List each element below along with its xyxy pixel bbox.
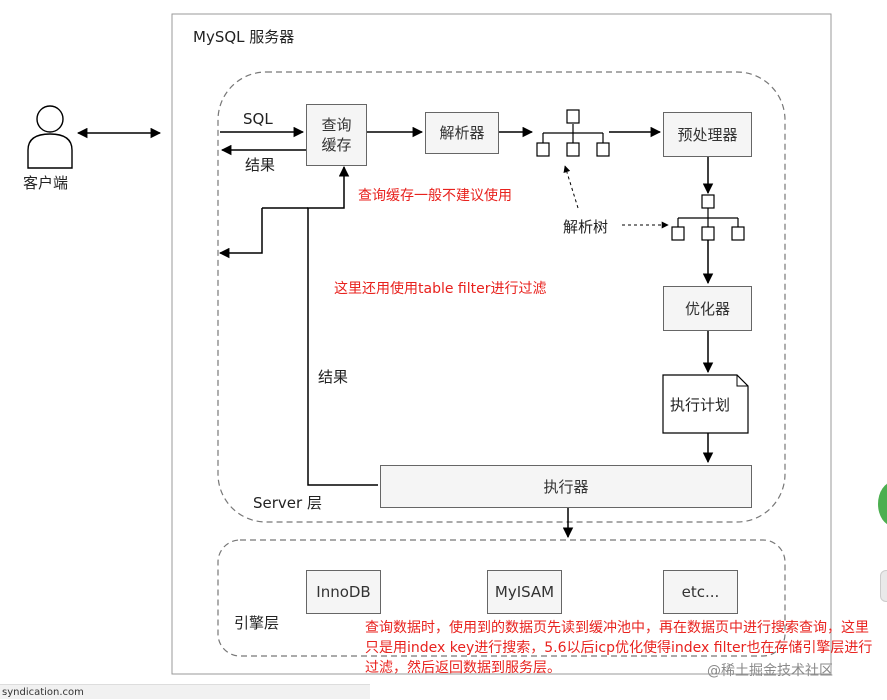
side-scroll-button[interactable] <box>880 570 887 602</box>
cache-note: 查询缓存一般不建议使用 <box>358 188 512 204</box>
parser-box: 解析器 <box>425 112 499 154</box>
parse-tree-dashed-arrow-up <box>563 165 579 209</box>
preprocessor-box: 预处理器 <box>663 112 752 157</box>
execution-plan-shape <box>662 374 749 434</box>
table-filter-note: 这里还用使用table filter进行过滤 <box>334 281 547 297</box>
parse-tree-icon-2 <box>671 194 745 241</box>
engine-myisam-box: MyISAM <box>487 570 562 614</box>
server-title: MySQL 服务器 <box>193 28 295 46</box>
server-layer-label: Server 层 <box>253 494 322 512</box>
bottom-note: 查询数据时，使用到的数据页先读到缓冲池中，再在数据页中进行搜索查询，这里只是用i… <box>365 620 873 676</box>
user-icon <box>27 105 73 169</box>
watermark: @稀土掘金技术社区 <box>707 663 833 679</box>
result-label: 结果 <box>245 156 276 174</box>
client-label: 客户端 <box>23 174 69 192</box>
execution-plan-label: 执行计划 <box>670 396 731 414</box>
execution-plan-fold <box>736 375 748 387</box>
parse-tree-label: 解析树 <box>563 218 609 236</box>
server-layer-region <box>217 71 786 523</box>
engine-innodb-box: InnoDB <box>306 570 381 614</box>
engine-layer-label: 引擎层 <box>234 614 280 632</box>
parse-tree-icon <box>536 109 610 157</box>
executor-to-cache-feedback-line <box>307 165 378 486</box>
result-return-line <box>218 208 263 259</box>
mysql-server-frame <box>171 13 832 675</box>
optimizer-box: 优化器 <box>663 286 752 331</box>
side-floating-button[interactable] <box>878 482 887 526</box>
result-label-left: 结果 <box>318 368 349 386</box>
status-bar: syndication.com <box>0 684 370 699</box>
executor-box: 执行器 <box>380 465 752 508</box>
engine-etc-box: etc... <box>663 570 738 614</box>
engine-layer-region <box>217 539 786 657</box>
query-cache-box: 查询 缓存 <box>306 104 367 166</box>
sql-label: SQL <box>243 110 273 128</box>
